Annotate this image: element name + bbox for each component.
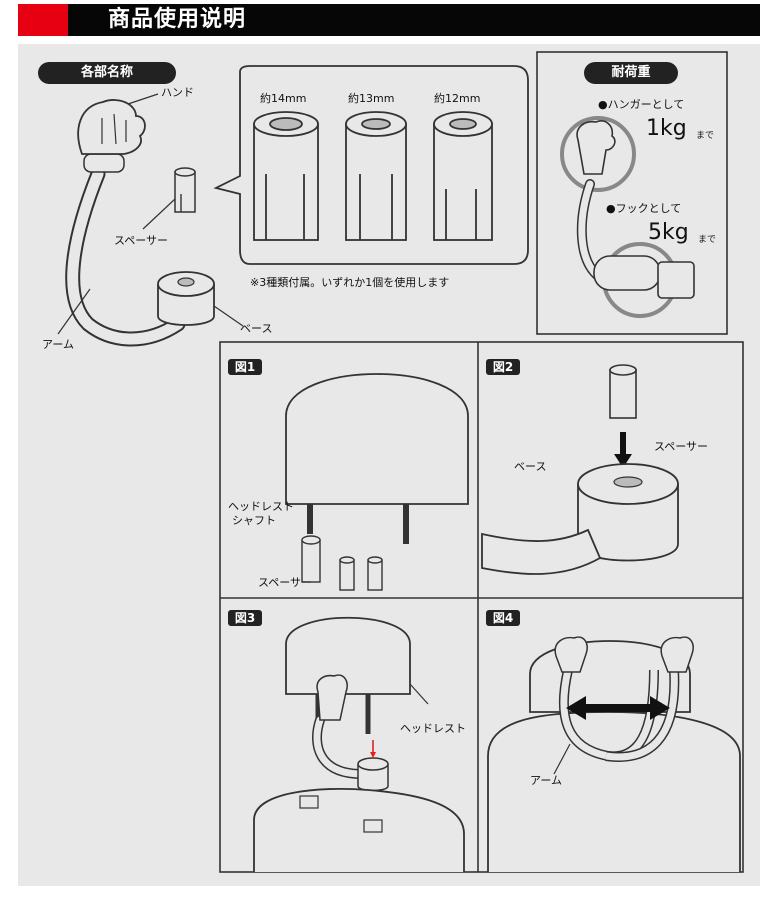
fig1-spacer-label: スペーサー xyxy=(258,576,313,589)
fig3-headrest-label: ヘッドレスト xyxy=(400,722,466,735)
label-hand: ハンド xyxy=(161,86,194,99)
instruction-panel: 各部名称 xyxy=(18,44,760,886)
fig1-tag: 図1 xyxy=(228,359,262,375)
label-base: ベース xyxy=(240,322,273,335)
spacer-14mm xyxy=(253,111,319,241)
fig3-tag: 図3 xyxy=(228,610,262,626)
hanger-label: ●ハンガーとして xyxy=(598,98,685,111)
size-14mm: 約14mm xyxy=(260,92,307,105)
load-title: 耐荷重 xyxy=(584,62,678,84)
label-spacer: スペーサー xyxy=(114,234,169,247)
fig4-arm-label: アーム xyxy=(530,774,563,787)
hook-label: ●フックとして xyxy=(606,202,682,215)
parts-title: 各部名称 xyxy=(38,62,176,84)
fig2-tag: 図2 xyxy=(486,359,520,375)
fig2-spacer-label: スペーサー xyxy=(654,440,709,453)
fig4-tag: 図4 xyxy=(486,610,520,626)
hook-illustration xyxy=(57,51,744,873)
size-12mm: 約12mm xyxy=(434,92,481,105)
spacer-note: ※3種類付属。いずれか1個を使用します xyxy=(250,276,450,289)
size-13mm: 約13mm xyxy=(348,92,395,105)
hanger-value: 1kg xyxy=(646,116,687,141)
fig1-shaft-label: ヘッドレスト xyxy=(228,500,294,513)
hanger-unit: まで xyxy=(696,131,715,141)
spacer-13mm xyxy=(345,111,407,241)
header-accent xyxy=(18,4,68,36)
page-title: 商品使用说明 xyxy=(108,7,247,32)
hook-value: 5kg xyxy=(648,220,689,245)
label-arm: アーム xyxy=(42,338,75,351)
spacer-12mm xyxy=(433,111,493,241)
fig2-base-label: ベース xyxy=(514,460,547,473)
hook-unit: まで xyxy=(698,235,717,245)
header-bar: 商品使用说明 xyxy=(18,4,760,36)
fig1-shaft-label-2: シャフト xyxy=(232,514,276,527)
